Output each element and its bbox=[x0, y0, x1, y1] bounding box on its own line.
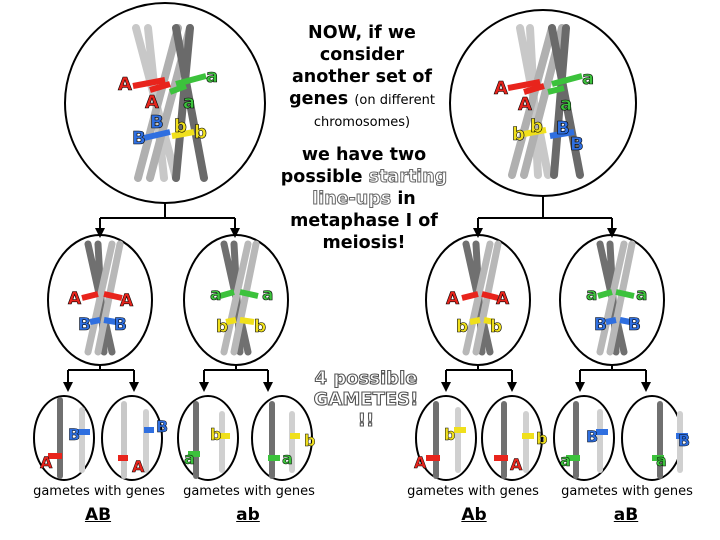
intro-line-2: consider bbox=[319, 45, 405, 65]
gamete-caption-4: gametes with genes bbox=[561, 484, 693, 499]
four-line-2: GAMETES! bbox=[313, 388, 419, 410]
allele-label-a: a bbox=[636, 285, 647, 305]
allele-label-B: B bbox=[68, 425, 80, 444]
intro-line-3: another set of bbox=[291, 67, 433, 87]
allele-label-b: b bbox=[512, 124, 525, 145]
gamete-code-AB: AB bbox=[84, 505, 112, 525]
allele-label-a: a bbox=[560, 451, 571, 470]
allele-label-a: a bbox=[210, 285, 221, 305]
intro-genes: genes bbox=[289, 89, 349, 109]
four-line-3: !! bbox=[357, 409, 375, 431]
gamete-chromosomes bbox=[57, 397, 683, 479]
top-left-alleles: A A a a B B b b bbox=[118, 66, 219, 150]
allele-label-A: A bbox=[68, 289, 82, 309]
intro-on-different: (on different bbox=[354, 93, 435, 108]
allele-label-b: b bbox=[456, 317, 468, 337]
allele-label-A: A bbox=[120, 291, 134, 311]
lineup-line-2: possible starting bbox=[272, 166, 456, 188]
gamete-code-ab: ab bbox=[236, 505, 260, 525]
allele-label-B: B bbox=[150, 112, 164, 133]
allele-label-B: B bbox=[78, 315, 91, 335]
allele-label-B: B bbox=[132, 128, 146, 149]
allele-label-a: a bbox=[282, 449, 293, 468]
allele-label-a: a bbox=[184, 449, 195, 468]
allele-label-a: a bbox=[582, 68, 594, 89]
allele-label-A: A bbox=[494, 78, 508, 99]
allele-label-a: a bbox=[183, 92, 195, 113]
middle-alleles bbox=[81, 289, 635, 325]
gamete-alleles bbox=[48, 427, 688, 461]
allele-label-b: b bbox=[490, 317, 502, 337]
allele-label-a: a bbox=[560, 94, 572, 115]
top-right-alleles: A A a a b b B B bbox=[494, 68, 595, 156]
top-left-chromosomes bbox=[132, 24, 208, 182]
allele-label-A: A bbox=[446, 289, 460, 309]
allele-label-B: B bbox=[556, 118, 570, 139]
gamete-code-aB: aB bbox=[613, 505, 639, 525]
lineup-text: we have two possible starting line-ups i… bbox=[272, 144, 456, 254]
top-right-chromosomes bbox=[508, 24, 584, 179]
allele-label-A: A bbox=[496, 289, 510, 309]
allele-label-a: a bbox=[262, 285, 273, 305]
allele-label-B: B bbox=[156, 417, 168, 436]
allele-label-A: A bbox=[40, 453, 53, 472]
allele-label-B: B bbox=[678, 431, 690, 450]
gamete-caption-1: gametes with genes bbox=[33, 484, 165, 499]
allele-label-B: B bbox=[594, 315, 607, 335]
allele-label-A: A bbox=[510, 455, 523, 474]
middle-allele-labels: A A B B a a b b A A b b a a B B bbox=[68, 285, 648, 338]
lineup-line-3: line-ups in bbox=[272, 188, 456, 210]
lineup-line-5: meiosis! bbox=[322, 233, 406, 253]
lineup-possible: possible bbox=[280, 167, 363, 187]
gamete-code-Ab: Ab bbox=[461, 505, 487, 525]
lineup-line-1: we have two bbox=[301, 145, 427, 165]
allele-label-A: A bbox=[132, 457, 145, 476]
middle-chromosomes bbox=[84, 240, 636, 356]
allele-label-B: B bbox=[628, 315, 641, 335]
lineup-line-ups: line-ups bbox=[312, 189, 392, 210]
allele-label-b: b bbox=[194, 122, 207, 143]
intro-chromosomes: chromosomes) bbox=[313, 115, 411, 130]
four-gametes-text: 4 possible GAMETES! !! bbox=[296, 367, 436, 431]
intro-text: NOW, if we consider another set of genes… bbox=[276, 22, 448, 134]
lineup-starting: starting bbox=[368, 167, 448, 188]
gamete-allele-labels: A B A B a b a b A b A b a B a B bbox=[40, 417, 691, 477]
branch-arrows-middle bbox=[67, 365, 647, 386]
gamete-cells bbox=[33, 395, 683, 481]
allele-label-b: b bbox=[210, 425, 221, 444]
intro-line-1: NOW, if we bbox=[308, 23, 416, 43]
allele-label-b: b bbox=[444, 425, 455, 444]
allele-label-A: A bbox=[145, 92, 159, 113]
allele-label-A: A bbox=[118, 74, 132, 95]
allele-label-b: b bbox=[174, 116, 187, 137]
allele-label-a: a bbox=[206, 66, 218, 87]
allele-label-b: b bbox=[254, 317, 266, 337]
lineup-in: in bbox=[397, 189, 416, 209]
intro-line-4: genes (on different bbox=[276, 88, 448, 112]
allele-label-b: b bbox=[304, 431, 315, 450]
allele-label-B: B bbox=[570, 134, 584, 155]
allele-label-A: A bbox=[518, 94, 532, 115]
branch-arrows-top bbox=[99, 196, 613, 232]
allele-label-b: b bbox=[530, 116, 543, 137]
allele-label-B: B bbox=[114, 315, 127, 335]
allele-label-a: a bbox=[586, 285, 597, 305]
four-line-1: 4 possible bbox=[314, 367, 418, 389]
allele-label-B: B bbox=[586, 427, 598, 446]
allele-label-a: a bbox=[656, 451, 667, 470]
gamete-caption-3: gametes with genes bbox=[407, 484, 539, 499]
allele-label-A: A bbox=[414, 453, 427, 472]
lineup-line-4: metaphase I of bbox=[290, 211, 438, 231]
allele-label-b: b bbox=[536, 429, 547, 448]
allele-label-b: b bbox=[216, 317, 228, 337]
gamete-caption-2: gametes with genes bbox=[183, 484, 315, 499]
